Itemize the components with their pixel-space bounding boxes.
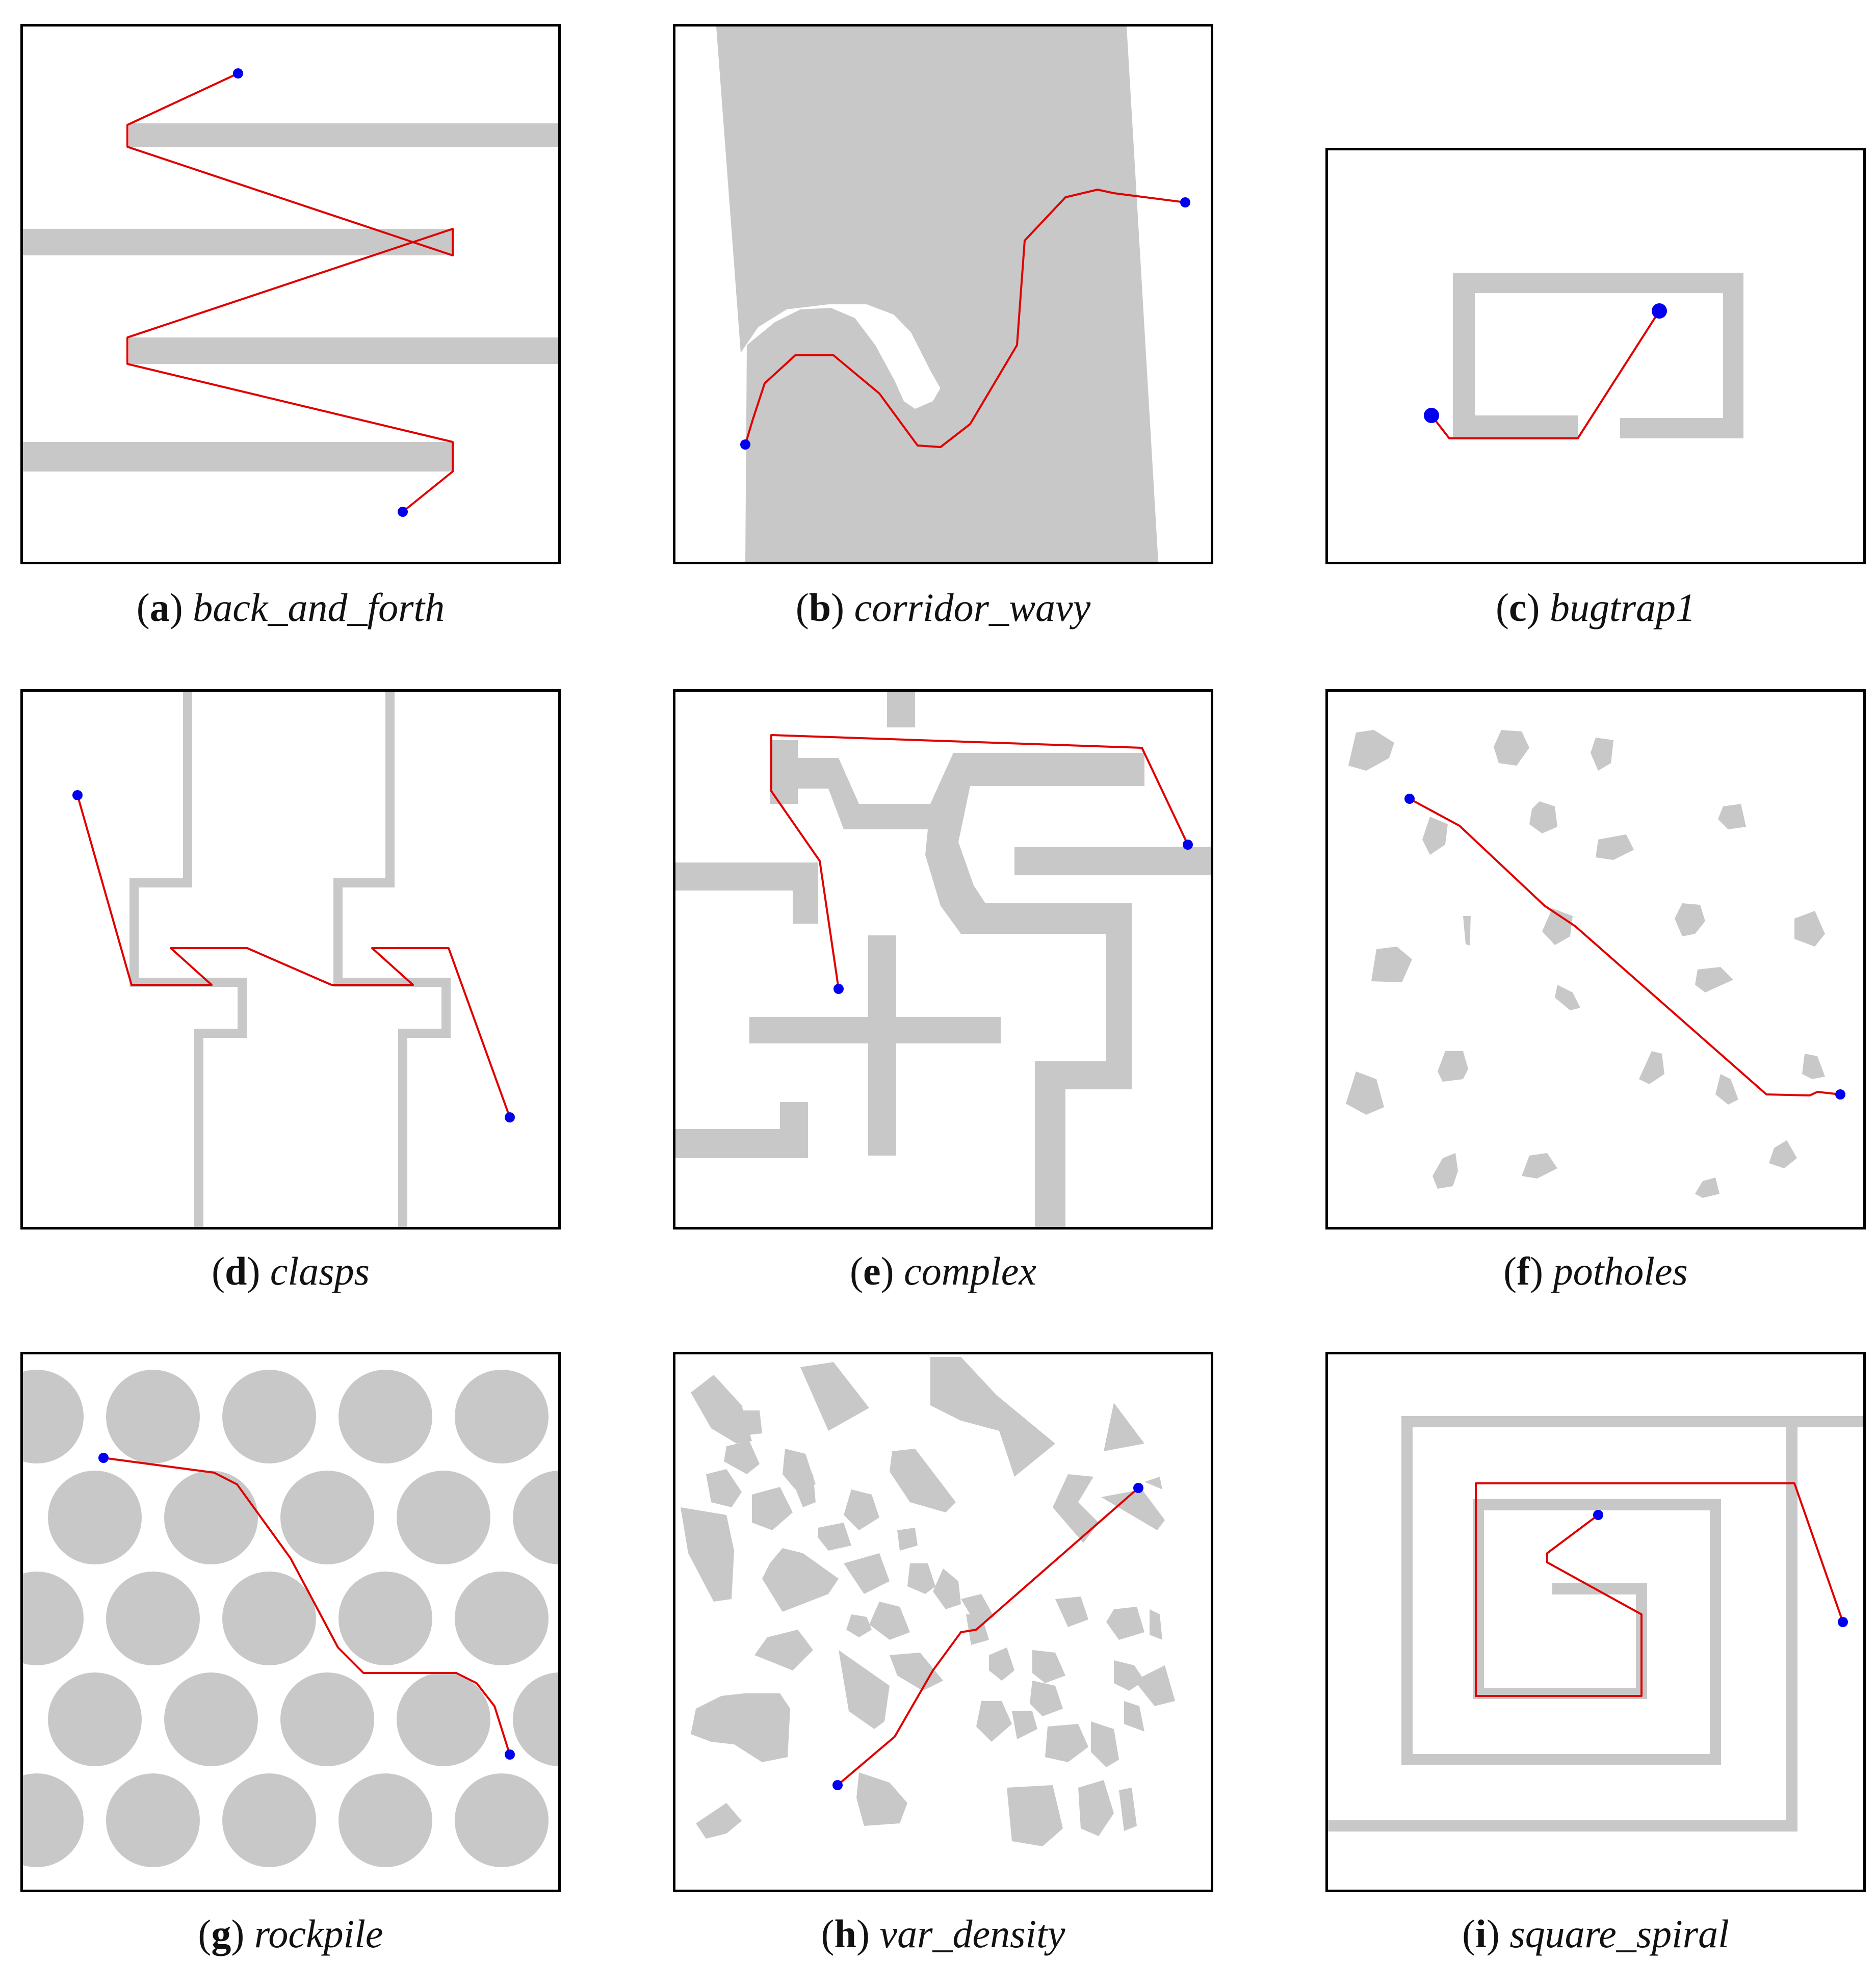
start-point [72, 790, 83, 800]
start-point [740, 439, 750, 450]
planned-path [770, 734, 1189, 990]
clasps-map [72, 692, 515, 1227]
caption-i: (i) square_spiral [1462, 1912, 1729, 1956]
start-point [1404, 794, 1415, 804]
caption-e: (e) complex [850, 1249, 1036, 1293]
planned-path [1409, 798, 1841, 1096]
obstacle-bar [23, 442, 453, 472]
obstacle-wall [770, 740, 1144, 1227]
spiral-wall-outer [1328, 1422, 1797, 1832]
obstacle-bar [129, 337, 558, 364]
caption-name: back_and_forth [193, 585, 445, 630]
caption-letter: c [1508, 585, 1527, 630]
goal-point [505, 1112, 515, 1122]
obstacle-bar [1014, 847, 1211, 875]
goal-point [1133, 1483, 1143, 1493]
obstacle-bar [129, 123, 558, 147]
obstacle-wall [675, 1102, 808, 1158]
caption-name: clasps [270, 1249, 370, 1293]
potholes-map [1346, 730, 1845, 1198]
goal-point [1835, 1089, 1845, 1100]
planned-path [76, 794, 511, 1118]
square-spiral-map [1328, 1416, 1863, 1832]
caption-letter: i [1475, 1912, 1487, 1956]
obstacle-wall [675, 862, 818, 924]
caption-name: corridor_wavy [854, 585, 1091, 630]
map-clasps [20, 689, 561, 1230]
caption-h: (h) var_density [821, 1912, 1065, 1956]
obstacle-block [887, 692, 915, 727]
goal-point [505, 1749, 515, 1760]
planned-path [1475, 1482, 1844, 1697]
start-point [833, 984, 844, 994]
obstacle-cross [749, 935, 1001, 1156]
obstacle-bar [23, 229, 453, 255]
planned-path [837, 1487, 1139, 1786]
rockpile-map [23, 1370, 558, 1867]
start-point [832, 1780, 843, 1790]
map-complex [673, 689, 1213, 1230]
rock-obstacles [23, 1370, 558, 1867]
map-bugtrap1 [1325, 148, 1866, 564]
map-square-spiral [1325, 1352, 1866, 1892]
start-point [98, 1453, 109, 1463]
caption-name: var_density [879, 1912, 1065, 1956]
obstacle-wall [716, 27, 1158, 562]
caption-name: complex [904, 1249, 1036, 1293]
caption-name: square_spiral [1509, 1912, 1729, 1956]
caption-letter: e [863, 1249, 881, 1293]
start-point [1593, 1510, 1603, 1520]
caption-letter: a [149, 585, 170, 630]
planned-path [102, 1457, 511, 1756]
caption-name: rockpile [254, 1912, 383, 1956]
pothole-obstacles [1346, 730, 1825, 1198]
caption-f: (f) potholes [1503, 1249, 1688, 1293]
planned-path [126, 72, 454, 513]
corridor-wavy-map [716, 27, 1190, 562]
caption-c: (c) bugtrap1 [1495, 585, 1696, 630]
goal-point [398, 507, 408, 517]
caption-a: (a) back_and_forth [136, 585, 445, 630]
map-rockpile [20, 1352, 561, 1892]
start-point [1424, 408, 1439, 423]
var-density-map [681, 1357, 1175, 1846]
caption-b: (b) corridor_wavy [795, 585, 1091, 630]
back-and-forth-map [23, 68, 558, 517]
bugtrap-wall [1453, 273, 1743, 438]
caption-letter: f [1517, 1249, 1530, 1293]
caption-name: potholes [1553, 1249, 1688, 1293]
caption-letter: d [225, 1249, 247, 1293]
map-corridor-wavy [673, 24, 1213, 564]
var-density-obstacles [681, 1357, 1175, 1846]
map-back-and-forth [20, 24, 561, 564]
map-potholes [1325, 689, 1866, 1230]
goal-point [1183, 840, 1193, 850]
start-point [233, 68, 243, 79]
caption-letter: h [834, 1912, 856, 1956]
goal-point [1838, 1617, 1848, 1627]
planned-path [1430, 310, 1660, 439]
planned-path [744, 189, 1186, 448]
caption-name: bugtrap1 [1550, 585, 1696, 630]
caption-letter: b [809, 585, 831, 630]
bugtrap1-map [1424, 273, 1743, 439]
caption-g: (g) rockpile [198, 1912, 383, 1956]
goal-point [1180, 197, 1190, 207]
goal-point [1652, 303, 1667, 319]
clasp-walls [129, 692, 451, 1227]
complex-map [675, 692, 1211, 1227]
caption-letter: g [211, 1912, 231, 1956]
map-var-density [673, 1352, 1213, 1892]
caption-d: (d) clasps [212, 1249, 370, 1293]
